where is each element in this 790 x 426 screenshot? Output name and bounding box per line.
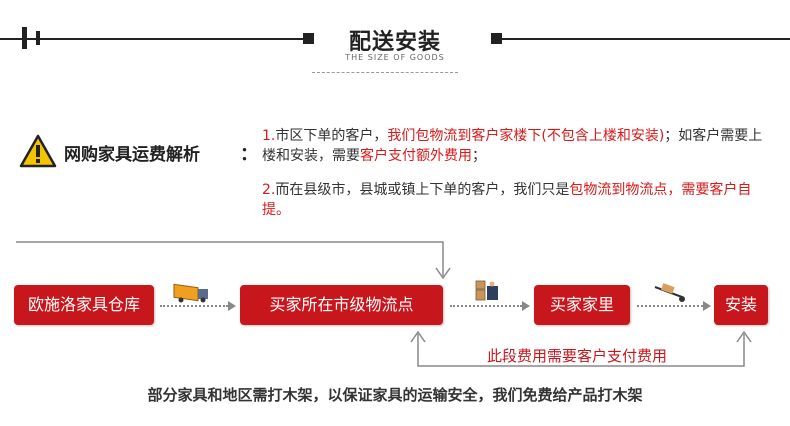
point-1-text-e: ；	[472, 148, 486, 164]
bypass-line	[16, 241, 444, 276]
flow-step-warehouse: 欧施洛家具仓库	[14, 285, 154, 325]
header-left-line	[0, 38, 310, 40]
page-title: 配送安装	[348, 30, 441, 55]
header-right-square	[491, 33, 502, 44]
flow-step-buyer-home: 买家家里	[534, 285, 630, 325]
flow-arrow-2-head	[522, 301, 530, 311]
warning-icon	[19, 134, 57, 172]
header-right-line	[497, 38, 790, 40]
point-2-text-b: 包物流到物流点，需要客户自提。	[262, 182, 752, 218]
page-subtitle: THE SIZE OF GOODS	[345, 53, 445, 62]
point-1-text-a: 市区下单的客户，	[275, 128, 388, 144]
header-left-bar	[22, 27, 27, 49]
point-1-text-c: ；如客户需要上楼和安装，需要	[262, 128, 763, 164]
point-1-text-d: 客户支付额外费用	[360, 148, 472, 164]
bypass-arrowhead	[435, 267, 451, 280]
point-2-text-a: 而在县级市，县城或镇上下单的客户，我们只是	[275, 182, 570, 198]
analysis-point-2: 2.而在县级市，县城或镇上下单的客户，我们只是包物流到物流点，需要客户自提。	[262, 180, 768, 220]
flow-arrow-3	[637, 305, 703, 307]
flow-step-logistics-point: 买家所在市级物流点	[240, 285, 443, 325]
point-1-text-b: 我们包物流到客户家楼下(不包含上楼和安装)	[387, 128, 665, 144]
hand-truck-icon	[652, 283, 688, 307]
fee-note: 此段费用需要客户支付费用	[487, 347, 668, 365]
analysis-colon: ：	[240, 144, 258, 165]
point-2-number: 2.	[262, 182, 276, 198]
return-line	[417, 334, 745, 367]
return-arrowhead-right	[736, 330, 752, 343]
header-left-bar-2	[36, 31, 40, 45]
header-left-square	[303, 33, 314, 44]
point-1-number: 1.	[262, 128, 276, 144]
flow-arrow-1-head	[228, 301, 236, 311]
analysis-label: 网购家具运费解析	[64, 145, 200, 165]
flow-arrow-1	[160, 305, 228, 307]
boxes-icon	[473, 279, 503, 307]
flow-arrow-2	[450, 305, 522, 307]
footer-note: 部分家具和地区需打木架，以保证家具的运输安全，我们免费给产品打木架	[147, 386, 643, 404]
flow-arrow-3-head	[703, 301, 711, 311]
analysis-point-1: 1.市区下单的客户，我们包物流到客户家楼下(不包含上楼和安装)；如客户需要上楼和…	[262, 126, 768, 166]
title-divider	[312, 72, 458, 73]
return-arrowhead-left	[410, 330, 426, 343]
flow-step-install: 安装	[714, 285, 768, 325]
truck-icon	[172, 281, 212, 307]
